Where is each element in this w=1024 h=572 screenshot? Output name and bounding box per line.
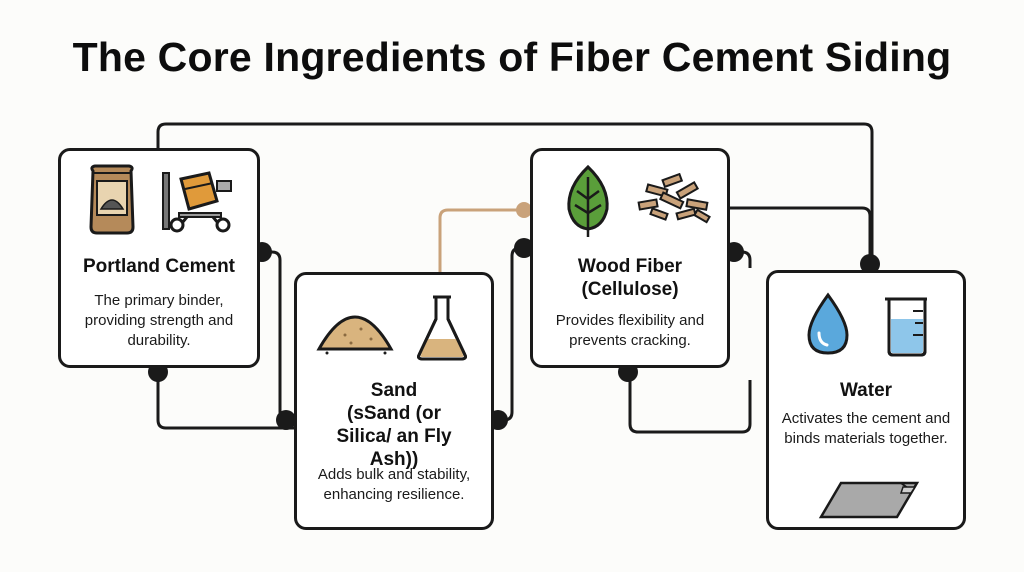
- card-title: Sand (sSand (or Silica/ an Fly Ash)): [297, 379, 491, 471]
- card-title: Water: [839, 380, 893, 401]
- wood-chips-icon: [637, 173, 711, 224]
- card-wood-fiber: Wood Fiber (Cellulose) Provides flexibil…: [530, 148, 730, 368]
- card-description: Adds bulk and stability, enhancing resil…: [317, 466, 471, 503]
- card-title: Wood Fiber (Cellulose): [533, 255, 727, 301]
- card-description: The primary binder, providing strength a…: [84, 292, 234, 349]
- siding-panel-icon: [818, 481, 920, 519]
- connector-cement-sand-upper: [262, 250, 296, 422]
- card-title-line1: Sand: [370, 380, 418, 401]
- flask-icon: [417, 295, 467, 361]
- connector-cement-water: [156, 122, 874, 264]
- card-title: Portland Cement: [82, 256, 236, 277]
- beaker-icon: [885, 297, 927, 357]
- card-description: Provides flexibility and prevents cracki…: [555, 312, 705, 349]
- water-drop-icon: [807, 292, 849, 355]
- card-water: Water Activates the cement and binds mat…: [766, 270, 966, 530]
- card-title-line1: Wood Fiber: [577, 256, 683, 277]
- connector-sand-wood: [492, 246, 532, 422]
- card-description: Activates the cement and binds materials…: [781, 410, 951, 447]
- cement-mixer-icon: [162, 171, 232, 233]
- card-portland-cement: Portland Cement The primary binder, prov…: [58, 148, 260, 368]
- leaf-icon: [567, 164, 609, 237]
- connector-cement-sand-lower: [156, 368, 296, 430]
- connector-wood-water-lower: [628, 370, 752, 434]
- connector-node: [276, 410, 296, 430]
- connector-node: [860, 254, 880, 274]
- card-title-line2: (Cellulose): [581, 279, 679, 300]
- connector-accent: [438, 208, 522, 272]
- connector-wood-water-upper: [730, 206, 872, 264]
- cement-bag-icon: [89, 164, 135, 235]
- page-title: The Core Ingredients of Fiber Cement Sid…: [72, 34, 952, 80]
- card-title-line2: (sSand (or Silica/ an Fly Ash)): [336, 403, 452, 470]
- connector-node: [516, 202, 532, 218]
- card-sand: Sand (sSand (or Silica/ an Fly Ash)) Add…: [294, 272, 494, 530]
- connector-node: [514, 238, 534, 258]
- sand-pile-icon: [316, 315, 394, 355]
